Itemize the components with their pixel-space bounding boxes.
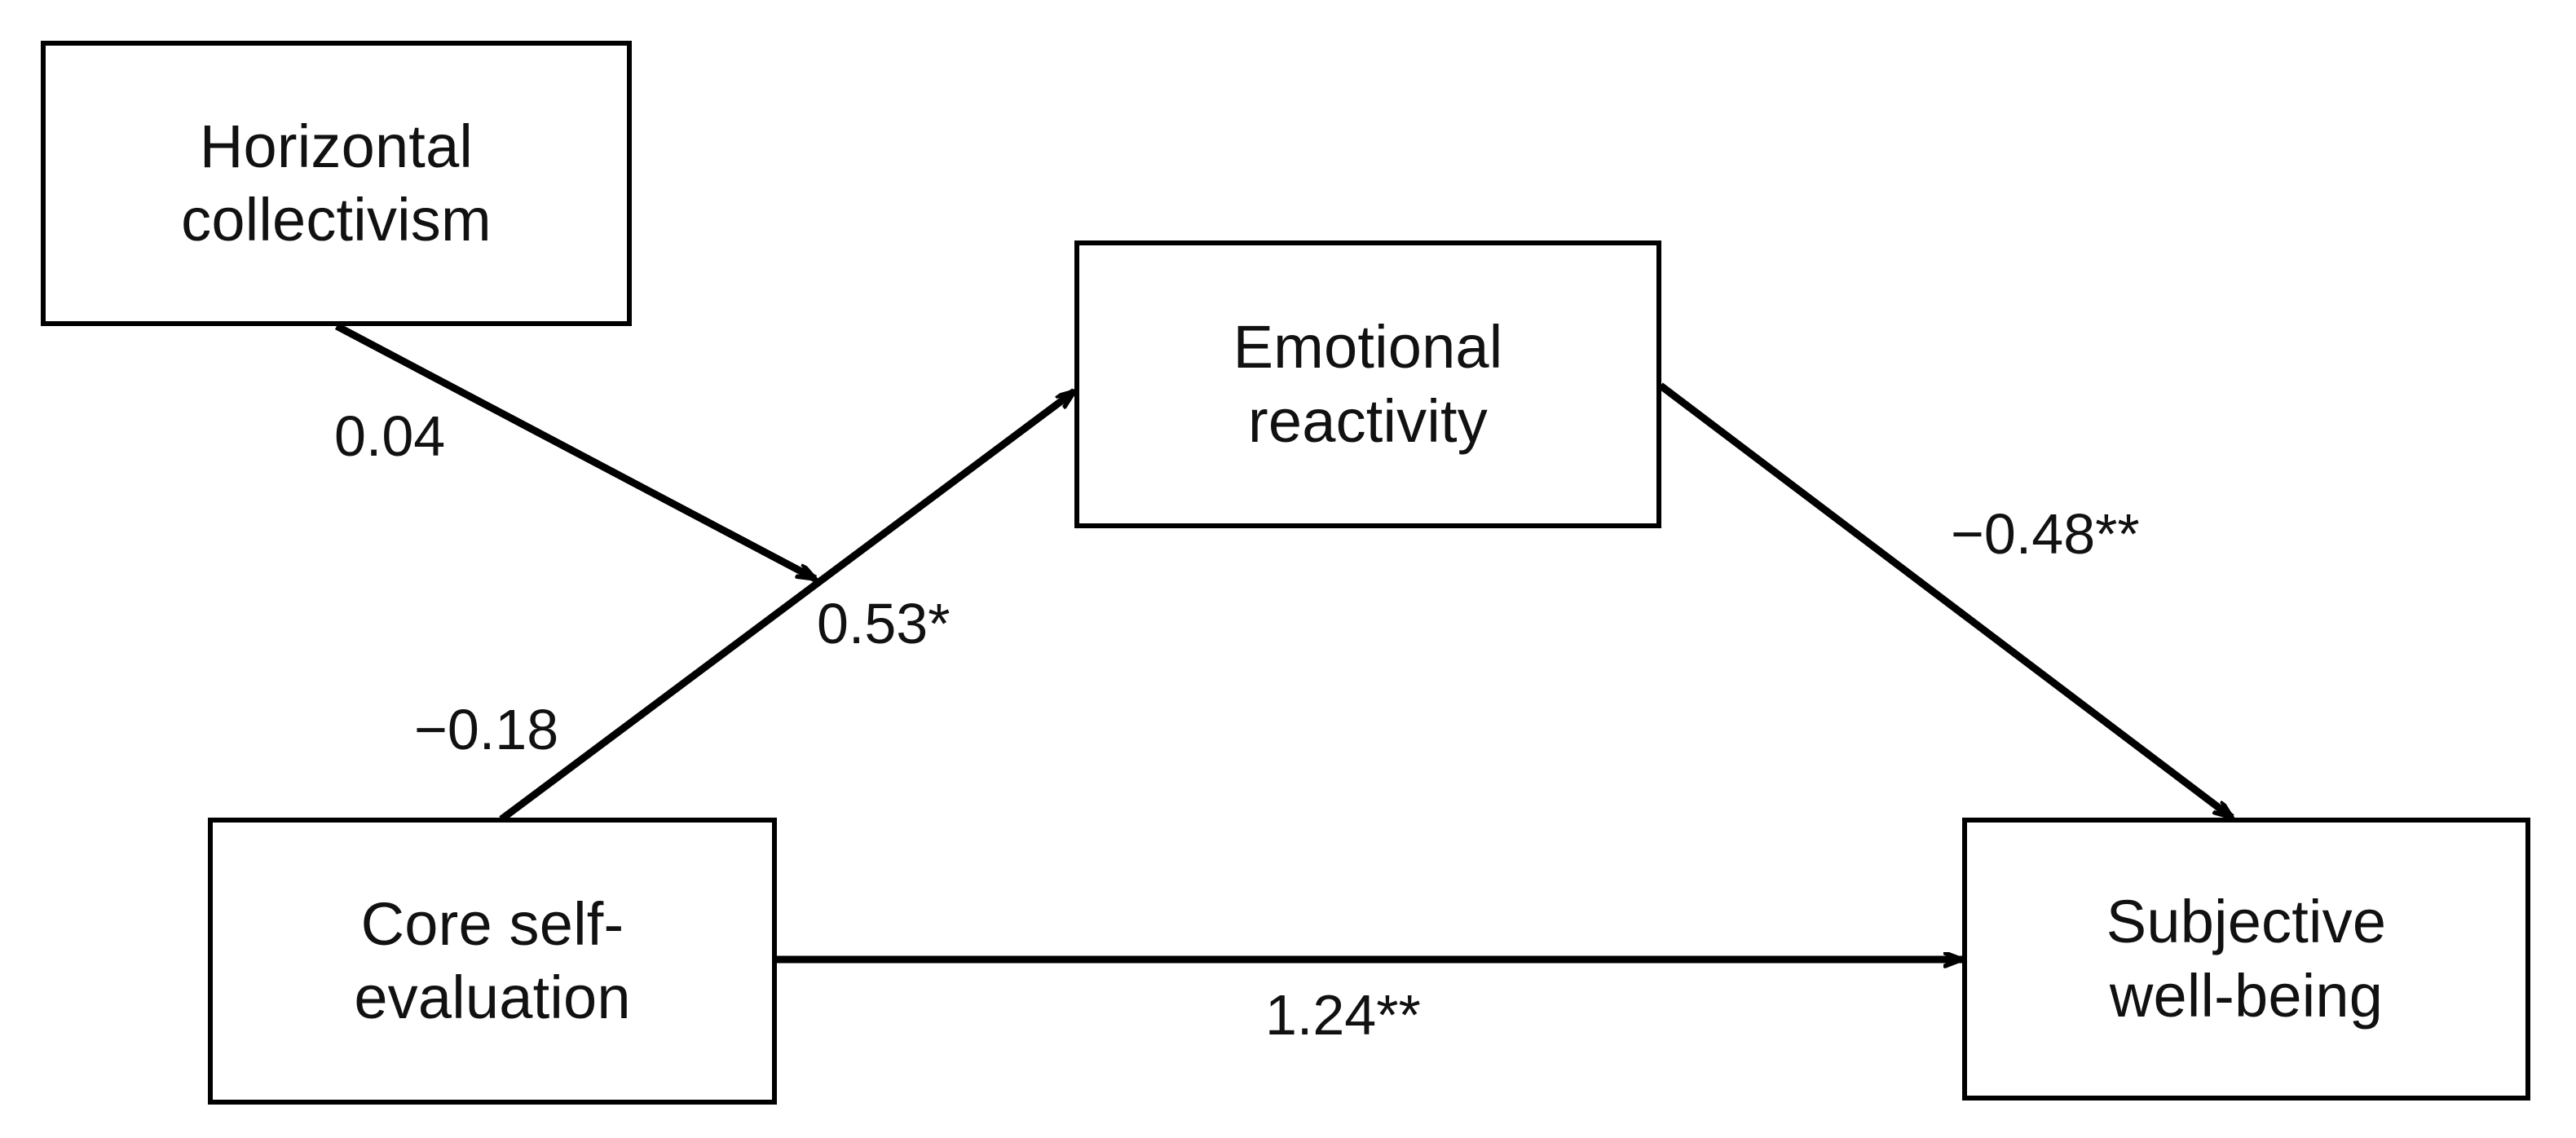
node-horizontal-collectivism[interactable]: Horizontal collectivism bbox=[41, 41, 632, 326]
node-subjective-well-being[interactable]: Subjective well-being bbox=[1962, 818, 2530, 1101]
node-emotional-reactivity[interactable]: Emotional reactivity bbox=[1074, 240, 1661, 528]
node-horizontal-collectivism-label: Horizontal collectivism bbox=[181, 112, 492, 254]
node-core-self-evaluation[interactable]: Core self- evaluation bbox=[208, 818, 777, 1105]
path-label-cse-to-swb: 1.24** bbox=[1265, 983, 1421, 1047]
path-label-er-to-swb: −0.48** bbox=[1951, 502, 2140, 566]
path-label-cse-to-er-moderation: −0.18 bbox=[414, 698, 559, 761]
path-label-hc-to-path: 0.04 bbox=[334, 404, 446, 468]
node-core-self-evaluation-label: Core self- evaluation bbox=[354, 889, 631, 1031]
path-label-cse-to-er: 0.53* bbox=[817, 592, 951, 655]
node-subjective-well-being-label: Subjective well-being bbox=[2106, 888, 2387, 1030]
connector-hc-to-path bbox=[334, 323, 815, 582]
connector-er-to-swb bbox=[1658, 382, 2232, 818]
node-emotional-reactivity-label: Emotional reactivity bbox=[1233, 313, 1503, 455]
connector-cse-to-er bbox=[499, 391, 1074, 823]
